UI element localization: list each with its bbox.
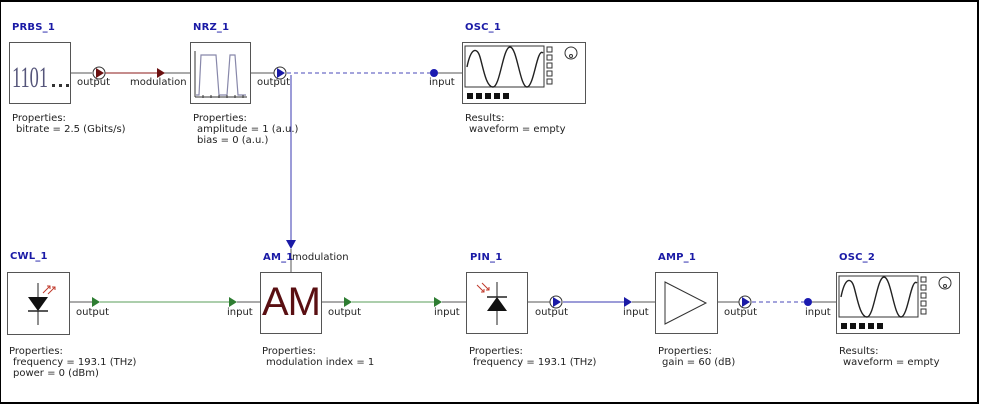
nrz-modulation-label: modulation [130, 77, 187, 88]
osc2-block[interactable] [836, 272, 960, 334]
pin-block[interactable] [466, 272, 528, 334]
osc2-results: Results: waveform = empty [839, 346, 940, 368]
cwl-output-port-icon[interactable] [92, 297, 100, 307]
prbs-output-label: output [77, 77, 110, 88]
nrz-section-label: Properties: [193, 113, 247, 124]
bit-sequence-icon: 1101 [12, 61, 69, 94]
pin-section-label: Properties: [469, 346, 523, 357]
osc1-input-label: input [429, 77, 455, 88]
pulse-waveform-icon [194, 51, 247, 98]
nrz-modulation-port-icon[interactable] [157, 68, 165, 78]
amp-prop-gain: gain = 60 (dB) [662, 357, 736, 368]
osc2-input-port-icon[interactable] [804, 298, 812, 306]
photodiode-icon [476, 282, 507, 325]
osc1-title: OSC_1 [465, 22, 501, 33]
amp-section-label: Properties: [658, 346, 712, 357]
osc2-input-label: input [805, 307, 831, 318]
am-properties: Properties: modulation index = 1 [262, 346, 374, 368]
cwl-properties: Properties: frequency = 193.1 (THz) powe… [9, 346, 136, 379]
am-output-port-icon[interactable] [344, 297, 352, 307]
osc1-results: Results: waveform = empty [465, 113, 566, 135]
am-modulation-port-icon[interactable] [286, 240, 296, 249]
osc2-title: OSC_2 [839, 252, 875, 263]
pin-prop-frequency: frequency = 193.1 (THz) [473, 357, 597, 368]
nrz-properties: Properties: amplitude = 1 (a.u.) bias = … [193, 113, 298, 146]
amp-output-label: output [724, 307, 757, 318]
amp-input-label: input [623, 307, 649, 318]
amp-block[interactable] [655, 272, 718, 334]
prbs-properties: Properties: bitrate = 2.5 (Gbits/s) [12, 113, 126, 135]
pin-output-label: output [535, 307, 568, 318]
amp-output-port-icon[interactable] [738, 295, 752, 309]
oscilloscope-icon [464, 45, 578, 99]
am-modulation-label: modulation [292, 252, 349, 263]
am-section-label: Properties: [262, 346, 316, 357]
amp-title: AMP_1 [658, 252, 696, 263]
cwl-prop-frequency: frequency = 193.1 (THz) [13, 357, 137, 368]
pin-title: PIN_1 [470, 252, 503, 263]
pin-input-port-icon[interactable] [434, 297, 442, 307]
pin-properties: Properties: frequency = 193.1 (THz) [469, 346, 596, 368]
amp-properties: Properties: gain = 60 (dB) [658, 346, 735, 368]
osc2-section-label: Results: [839, 346, 879, 357]
amp-input-port-icon[interactable] [624, 297, 632, 307]
nrz-prop-amplitude: amplitude = 1 (a.u.) [197, 124, 299, 135]
nrz-prop-bias: bias = 0 (a.u.) [197, 135, 269, 146]
nrz-title: NRZ_1 [193, 22, 230, 33]
osc1-block[interactable] [462, 42, 586, 104]
am-input-label: input [227, 307, 253, 318]
am-block[interactable]: AM [260, 272, 322, 334]
am-prop-modulation-index: modulation index = 1 [266, 357, 375, 368]
laser-diode-icon [28, 283, 56, 325]
pin-output-port-icon[interactable] [549, 295, 563, 309]
am-input-port-icon[interactable] [229, 297, 237, 307]
prbs-section-label: Properties: [12, 113, 66, 124]
amplitude-modulator-icon: AM [262, 280, 321, 324]
prbs-output-port-icon[interactable] [92, 66, 106, 80]
nrz-block[interactable] [190, 42, 251, 104]
am-output-label: output [328, 307, 361, 318]
am-title: AM_1 [263, 252, 294, 263]
cwl-prop-power: power = 0 (dBm) [13, 368, 99, 379]
osc1-input-port-icon[interactable] [430, 69, 438, 77]
cwl-section-label: Properties: [9, 346, 63, 357]
oscilloscope-icon [838, 275, 952, 329]
bit-sequence-text: 1101 [12, 61, 48, 94]
osc2-result-waveform: waveform = empty [843, 357, 940, 368]
cwl-block[interactable] [7, 272, 70, 335]
prbs-prop-bitrate: bitrate = 2.5 (Gbits/s) [16, 124, 126, 135]
prbs-title: PRBS_1 [12, 22, 56, 33]
nrz-output-port-icon[interactable] [273, 66, 287, 80]
nrz-output-label: output [257, 77, 290, 88]
osc1-section-label: Results: [465, 113, 505, 124]
cwl-title: CWL_1 [10, 251, 48, 262]
pin-input-label: input [434, 307, 460, 318]
osc1-result-waveform: waveform = empty [469, 124, 566, 135]
prbs-block[interactable]: 1101 [9, 42, 71, 104]
amplifier-icon [664, 281, 708, 325]
cwl-output-label: output [76, 307, 109, 318]
